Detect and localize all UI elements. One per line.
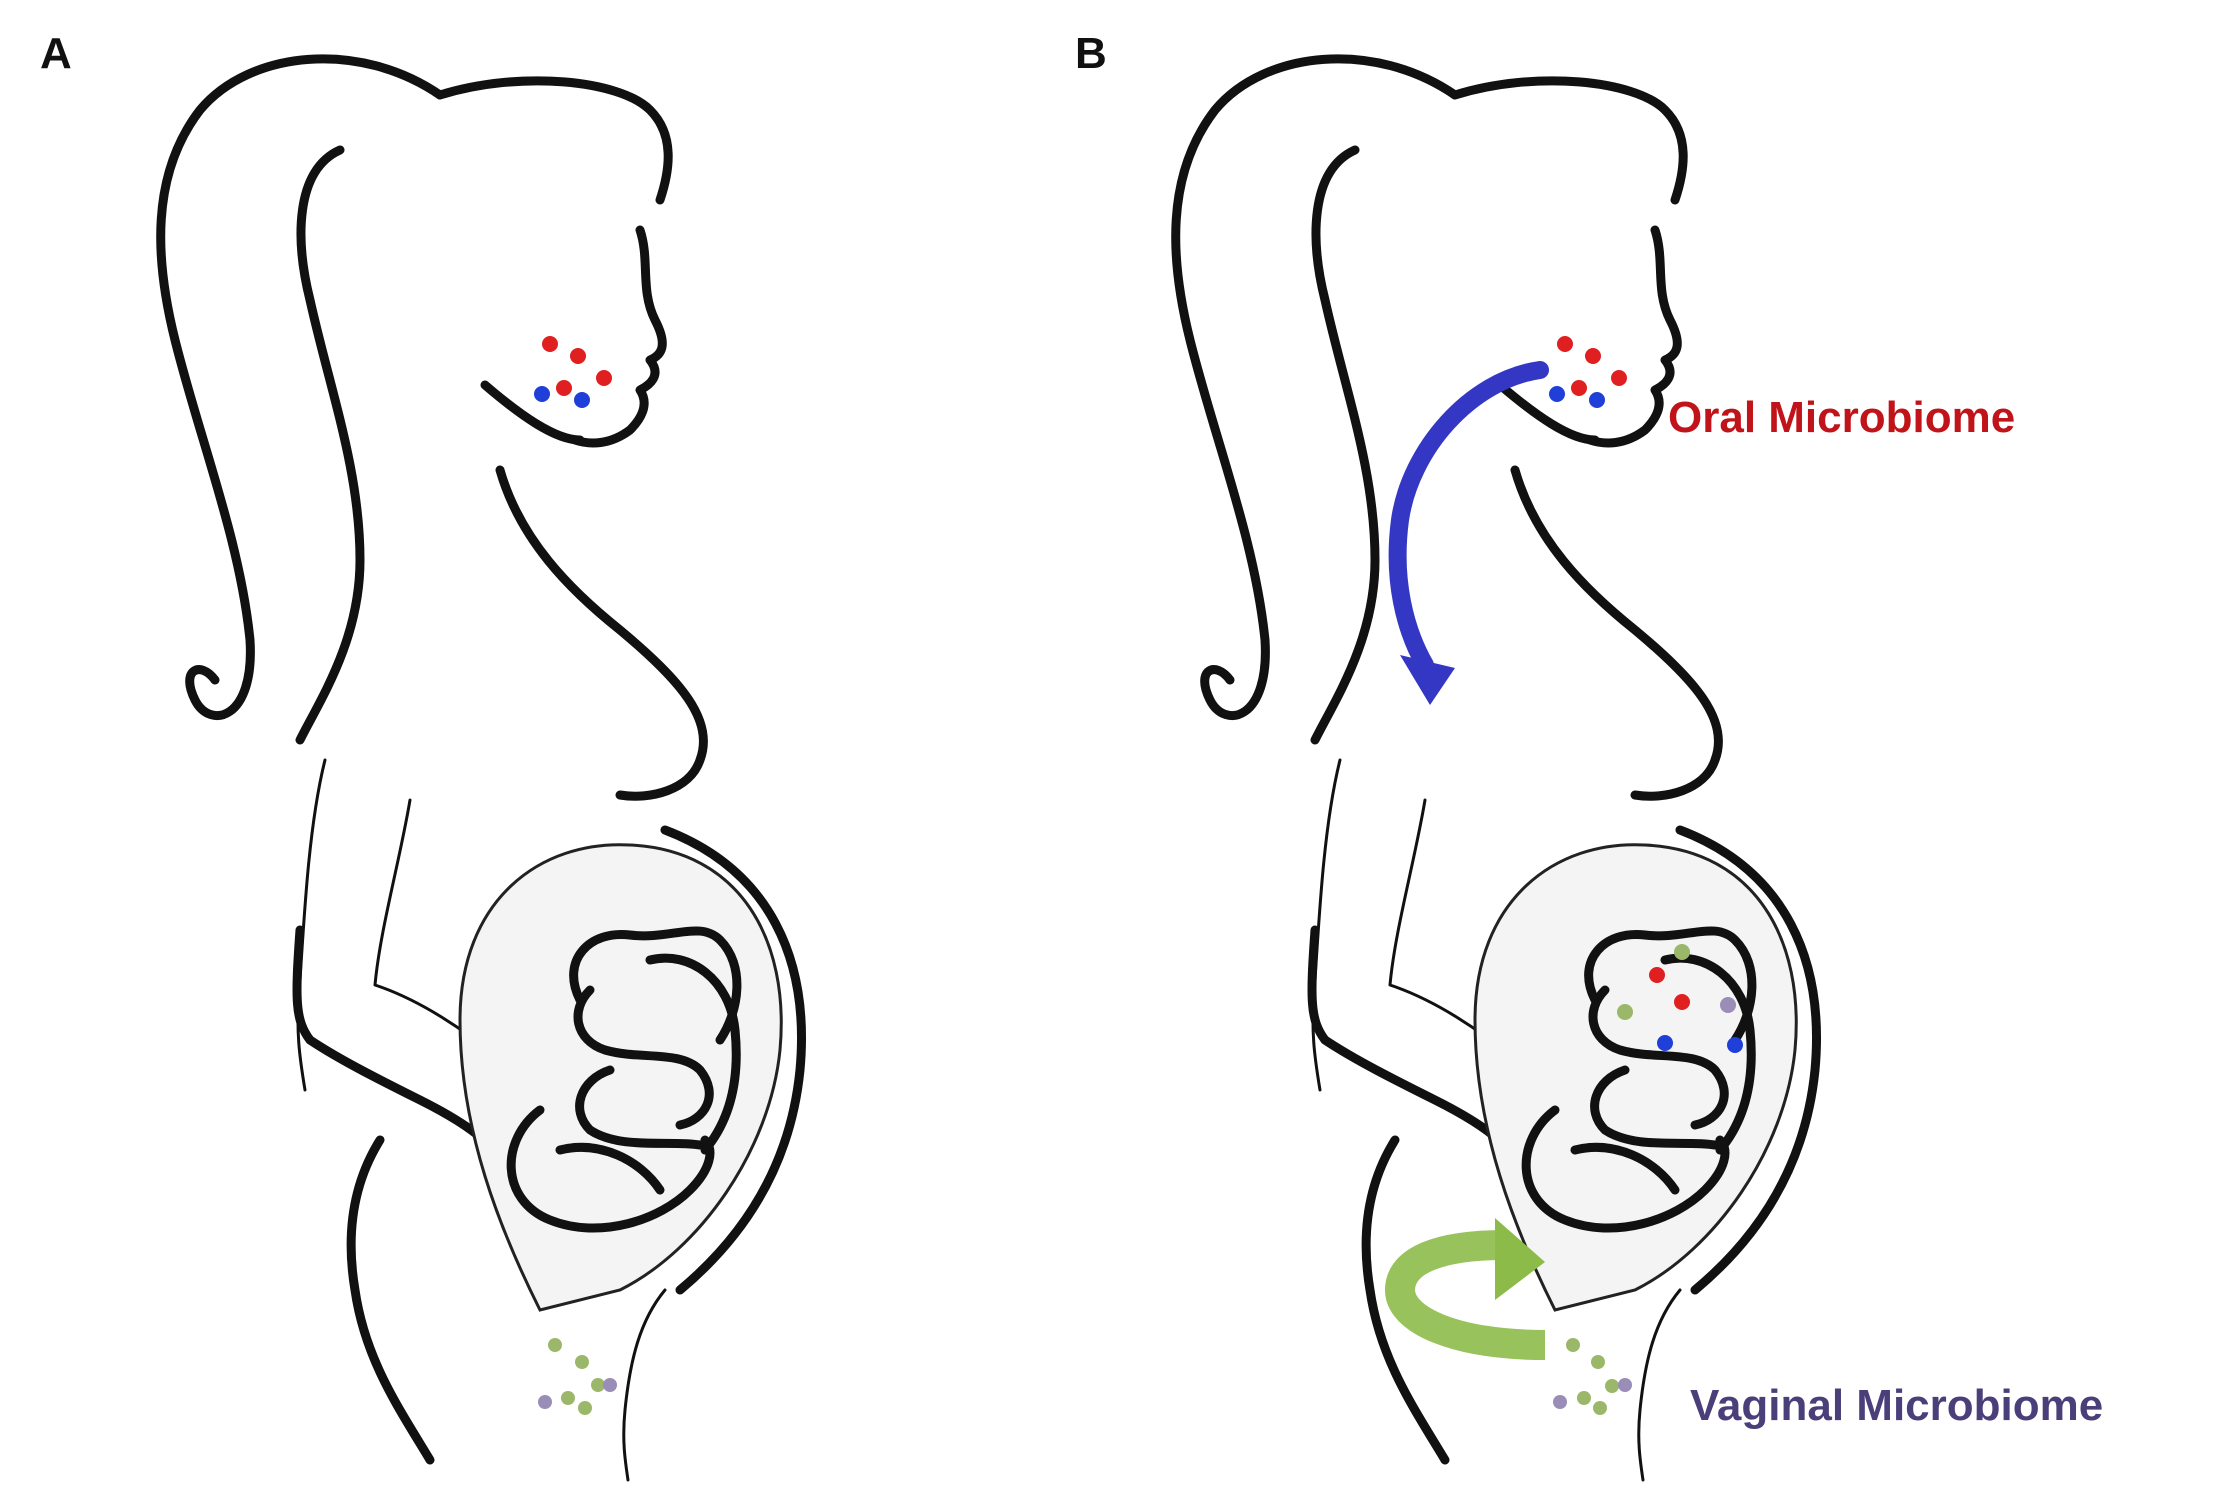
oral-microbe-blue	[1589, 392, 1605, 408]
oral-microbes-a	[534, 336, 612, 408]
placental-microbe-blue	[1727, 1037, 1743, 1053]
panel-label-a: A	[40, 29, 72, 78]
vaginal-microbe-green	[1566, 1338, 1580, 1352]
vaginal-microbes-b	[1553, 1338, 1632, 1415]
oral-microbe-blue	[534, 386, 550, 402]
oral-microbe-red	[1585, 348, 1601, 364]
oral-microbe-red	[1611, 370, 1627, 386]
oral-microbe-red	[1571, 380, 1587, 396]
placental-microbe-green	[1674, 944, 1690, 960]
vaginal-to-placenta-arrow	[1384, 1218, 1546, 1360]
oral-microbe-red	[570, 348, 586, 364]
placental-microbe-red	[1649, 967, 1665, 983]
vaginal-microbiome-label: Vaginal Microbiome	[1690, 1381, 2103, 1430]
vaginal-microbes-a	[538, 1338, 617, 1415]
placental-microbe-blue	[1657, 1035, 1673, 1051]
placental-microbes-b	[1617, 944, 1743, 1053]
placental-microbe-red	[1674, 994, 1690, 1010]
vaginal-microbe-green	[591, 1378, 605, 1392]
panel-b: B	[1075, 29, 2103, 1480]
vaginal-microbe-green	[1577, 1391, 1591, 1405]
vaginal-microbe-green	[1591, 1355, 1605, 1369]
oral-microbe-red	[542, 336, 558, 352]
vaginal-microbe-green	[578, 1401, 592, 1415]
placental-microbe-green	[1617, 1004, 1633, 1020]
placental-microbe-purple	[1720, 997, 1736, 1013]
oral-to-placenta-arrow	[1388, 361, 1549, 705]
vaginal-microbe-purple	[538, 1395, 552, 1409]
oral-microbiome-label: Oral Microbiome	[1668, 393, 2015, 442]
panel-a: A	[40, 29, 801, 1480]
oral-microbe-red	[1557, 336, 1573, 352]
vaginal-microbe-green	[561, 1391, 575, 1405]
oral-microbe-blue	[574, 392, 590, 408]
vaginal-microbe-purple	[1618, 1378, 1632, 1392]
vaginal-microbe-green	[575, 1355, 589, 1369]
vaginal-microbe-green	[1605, 1379, 1619, 1393]
vaginal-microbe-purple	[1553, 1395, 1567, 1409]
pregnant-woman-illustration-a	[161, 59, 802, 1480]
oral-microbes-b	[1549, 336, 1627, 408]
panel-label-b: B	[1075, 29, 1107, 78]
vaginal-microbe-green	[1593, 1401, 1607, 1415]
oral-microbe-blue	[1549, 386, 1565, 402]
vaginal-microbe-purple	[603, 1378, 617, 1392]
oral-microbe-red	[596, 370, 612, 386]
oral-microbe-red	[556, 380, 572, 396]
vaginal-microbe-green	[548, 1338, 562, 1352]
